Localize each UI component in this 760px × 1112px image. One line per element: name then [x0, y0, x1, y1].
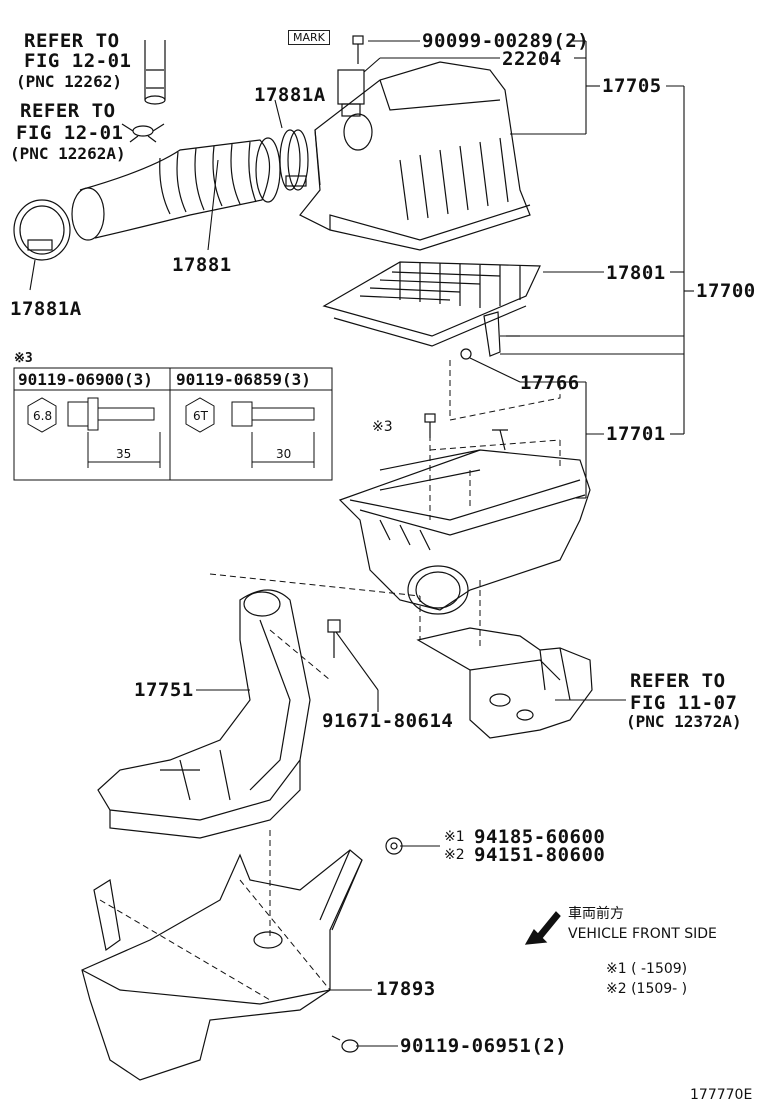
part-17881A-left: 17881A: [10, 298, 82, 320]
bolt-table-frame: [13, 367, 333, 481]
screw-drawing: [424, 413, 436, 438]
air-duct-drawing: [97, 589, 311, 839]
bolt-col1-length: 35: [116, 447, 132, 461]
ref1-line2: FIG 12-01: [24, 50, 132, 72]
part-17701: 17701: [606, 423, 666, 445]
bolt-91671-drawing: [327, 619, 341, 658]
air-cleaner-case-drawing: [338, 429, 591, 615]
leader-lines: [29, 40, 694, 1047]
note-2: ※2 (1509- ): [606, 981, 688, 997]
figure-code: 177770E: [690, 1087, 753, 1103]
direction-jp: 車両前方: [568, 906, 624, 922]
star3-screw-marker: ※3: [372, 419, 393, 435]
part-17766: 17766: [520, 372, 580, 394]
pipe-drawing: [144, 40, 166, 105]
clip-drawing: [121, 123, 165, 143]
bolt-06951-drawing: [331, 1035, 359, 1053]
engine-mount-drawing: [416, 627, 593, 739]
clip-94185-drawing: [385, 837, 403, 855]
part-17705: 17705: [602, 75, 662, 97]
direction-en: VEHICLE FRONT SIDE: [568, 926, 717, 942]
ref1-line1: REFER TO: [24, 30, 120, 52]
bolt-col2-hex-mark: 6T: [193, 409, 208, 423]
ref3-line2: FIG 11-07: [630, 692, 738, 714]
part-22204: 22204: [502, 48, 562, 70]
ref3-line1: REFER TO: [630, 670, 726, 692]
dashed-lines: [99, 360, 561, 1001]
mark-label: MARK: [288, 30, 330, 45]
star2-marker: ※2: [444, 847, 465, 863]
bolt-col2-length: 30: [276, 447, 292, 461]
clamp-upper-drawing: [279, 129, 309, 191]
part-90099-00289: 90099-00289(2): [422, 30, 590, 52]
part-17893: 17893: [376, 978, 436, 1000]
bracket-drawing: [460, 311, 520, 360]
clamp-left-drawing: [13, 199, 71, 261]
ref2-line3: (PNC 12262A): [10, 144, 126, 163]
part-17801: 17801: [606, 262, 666, 284]
sensor-drawing: [337, 35, 365, 117]
part-17881: 17881: [172, 254, 232, 276]
air-cleaner-cap-drawing: [299, 61, 531, 251]
part-90119-06951: 90119-06951(2): [400, 1035, 568, 1057]
bolt-col2-part: 90119-06859(3): [176, 370, 311, 389]
ref2-line2: FIG 12-01: [16, 122, 124, 144]
bolt-col1-hex-mark: 6.8: [33, 409, 53, 423]
ref2-line1: REFER TO: [20, 100, 116, 122]
star1-marker: ※1: [444, 829, 465, 845]
part-17700: 17700: [696, 280, 756, 302]
lower-cover-drawing: [81, 849, 363, 1081]
air-filter-drawing: [322, 261, 541, 347]
note-1: ※1 ( -1509): [606, 961, 688, 977]
part-91671-80614: 91671-80614: [322, 710, 454, 732]
star3-table-label: ※3: [14, 351, 33, 366]
ref3-line3: (PNC 12372A): [626, 712, 742, 731]
part-17881A-upper: 17881A: [254, 84, 326, 106]
ref1-line3: (PNC 12262): [16, 72, 122, 91]
bolt-col1-part: 90119-06900(3): [18, 370, 153, 389]
front-arrow-icon: [524, 911, 561, 945]
part-94185-60600: 94185-60600: [474, 826, 606, 848]
part-94151-80600: 94151-80600: [474, 844, 606, 866]
part-17751: 17751: [134, 679, 194, 701]
